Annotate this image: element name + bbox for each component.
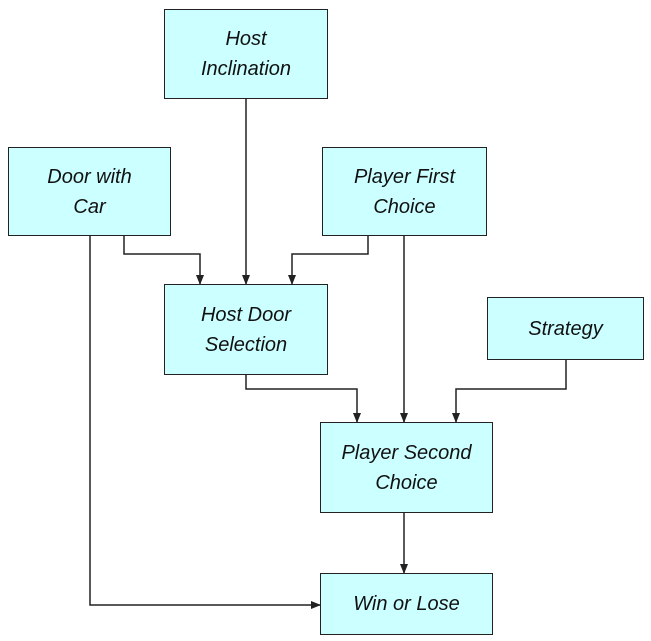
node-label-line: Player Second [341, 441, 472, 464]
node-label-line: Door with [47, 165, 132, 188]
edge-door-with-car-to-host-door-selection [123, 236, 204, 285]
node-label-line: Win or Lose [353, 593, 460, 615]
node-label-line: Selection [204, 333, 288, 356]
node-label-line: Player First [353, 165, 456, 188]
node-host-door-selection: Host Door Selection [164, 284, 328, 375]
node-win-or-lose: Win or Lose [320, 573, 493, 635]
node-host-inclination: Host Inclination [164, 9, 328, 99]
node-door-with-car: Door with Car [8, 147, 171, 236]
node-player-first-choice: Player First Choice [322, 147, 487, 236]
node-label-line: Host [225, 28, 267, 50]
node-label-line: Choice [373, 195, 436, 218]
edge-door-with-car-to-win-or-lose [89, 236, 321, 609]
edge-strategy-to-player-second-choice [452, 360, 567, 423]
edge-player-first-choice-to-host-door-selection [288, 236, 369, 285]
node-strategy: Strategy [487, 297, 644, 360]
node-label-line: Choice [375, 471, 438, 494]
node-label-line: Car [73, 195, 106, 218]
node-player-second-choice: Player Second Choice [320, 422, 493, 513]
node-label-line: Host Door [200, 303, 292, 326]
node-label-line: Strategy [528, 317, 603, 340]
node-label-line: Inclination [200, 58, 292, 80]
edge-host-door-selection-to-player-second-choice [245, 375, 361, 423]
